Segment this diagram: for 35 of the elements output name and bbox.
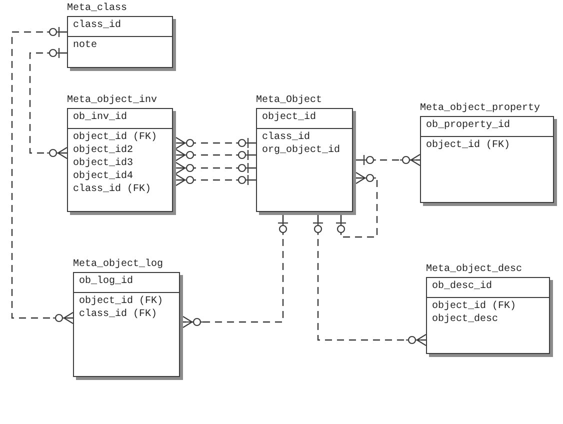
relationship-line (11, 26, 74, 324)
column-name: object_id (FK) (431, 300, 518, 313)
relationship-line (175, 148, 257, 162)
relationship-line (175, 162, 257, 174)
table-name: Meta_object_log (73, 258, 164, 272)
column-name: object_id3 (72, 157, 134, 170)
primary-key-row: ob_property_id (421, 117, 553, 137)
relationship-line (335, 172, 378, 238)
relationship-line (29, 47, 68, 160)
primary-key-row: class_id (68, 17, 172, 37)
primary-key-row: object_id (257, 109, 352, 129)
column-name: object_id4 (72, 170, 134, 183)
column-name: class_id (FK) (78, 308, 158, 321)
column-name: object_id (FK) (425, 139, 512, 152)
column-name: note (72, 39, 98, 52)
column-name: object_id (FK) (72, 131, 158, 144)
column-name: object_id2 (72, 144, 134, 157)
relationship-line (175, 136, 257, 150)
table-name: Meta_Object (256, 94, 322, 108)
table-name: Meta_object_inv (67, 94, 158, 108)
primary-key-row: ob_desc_id (427, 278, 549, 298)
table-name: Meta_object_property (420, 102, 540, 116)
column-name: class_id (261, 131, 312, 144)
relationship-line (312, 214, 427, 346)
column-name: class_id (FK) (72, 183, 152, 196)
relationship-line (182, 214, 289, 328)
relationship-line (355, 154, 421, 166)
primary-key-row: ob_log_id (74, 273, 179, 293)
table-name: Meta_object_desc (426, 263, 522, 277)
primary-key-row: ob_inv_id (68, 109, 172, 129)
column-name: object_id (FK) (78, 295, 164, 308)
column-name: object_desc (431, 313, 500, 326)
relationship-line (175, 174, 257, 186)
table-name: Meta_class (67, 2, 128, 16)
column-name: org_object_id (261, 144, 342, 157)
